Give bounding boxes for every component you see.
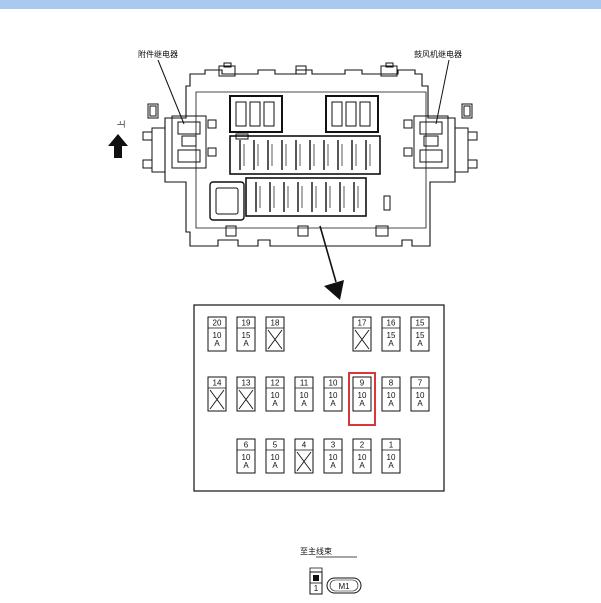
fuse-unit: A: [359, 461, 365, 470]
fuse-unit: A: [417, 339, 423, 348]
fuse-unit: A: [388, 461, 394, 470]
right-relay-label: 鼓风机继电器: [414, 49, 462, 59]
fuse-number: 4: [302, 441, 307, 450]
up-arrow-icon: [108, 134, 128, 158]
fuse-1: 1 10A: [381, 438, 401, 474]
fuse-number: 11: [300, 379, 309, 388]
fuse-unit: A: [272, 461, 278, 470]
fuse-number: 1: [389, 441, 394, 450]
fuse-detail-panel: [193, 304, 445, 492]
fuse-number: 15: [416, 319, 425, 328]
fuse-number: 12: [271, 379, 280, 388]
fuse-rating: 10: [387, 453, 396, 462]
fuse-rating: 10: [329, 391, 338, 400]
fuse-unit: A: [243, 339, 249, 348]
fuse-8: 8 10A: [381, 376, 401, 412]
fuse-17: 17: [352, 316, 372, 352]
fuse-unit: A: [388, 399, 394, 408]
fuse-12: 12 10A: [265, 376, 285, 412]
connector-id-badge: [326, 577, 362, 594]
fuse-rating: 10: [416, 391, 425, 400]
empty-slot-cross: [354, 329, 370, 350]
fuse-rating: 15: [416, 331, 425, 340]
fuse-number: 5: [273, 441, 278, 450]
fuse-unit: A: [417, 399, 423, 408]
empty-slot-cross: [209, 389, 225, 410]
fuse-unit: A: [359, 399, 365, 408]
left-relay-leader: [157, 59, 185, 125]
fuse-rating: 10: [300, 391, 309, 400]
fuse-rating: 10: [213, 331, 222, 340]
fuse-number: 9: [360, 379, 365, 388]
fuse-number: 18: [271, 319, 280, 328]
fuse-number: 6: [244, 441, 249, 450]
fuse-19: 19 15A: [236, 316, 256, 352]
fuse-number: 8: [389, 379, 394, 388]
fuse-7: 7 10A: [410, 376, 430, 412]
fuse-rating: 10: [387, 391, 396, 400]
fuse-6: 6 10A: [236, 438, 256, 474]
fuse-rating: 15: [242, 331, 251, 340]
fuse-4: 4: [294, 438, 314, 474]
fuse-number: 2: [360, 441, 365, 450]
up-label: 上: [117, 120, 126, 128]
fuse-5: 5 10A: [265, 438, 285, 474]
fuse-rating: 10: [271, 453, 280, 462]
fuse-number: 17: [358, 319, 367, 328]
top-color-bar: [0, 0, 601, 9]
detail-pointer-arrow: [319, 225, 344, 300]
harness-label: 至主线束: [300, 546, 332, 556]
fuse-number: 19: [242, 319, 251, 328]
fuse-11: 11 10A: [294, 376, 314, 412]
fuse-highlight-box: [348, 372, 376, 426]
fuse-number: 10: [329, 379, 338, 388]
fuse-number: 16: [387, 319, 396, 328]
fuse-block-housing: [142, 62, 478, 247]
empty-slot-cross: [296, 451, 312, 472]
connector-pin-number: 1: [314, 584, 319, 593]
fuse-16: 16 15A: [381, 316, 401, 352]
fuse-rating: 10: [271, 391, 280, 400]
fuse-3: 3 10A: [323, 438, 343, 474]
fuse-rating: 10: [242, 453, 251, 462]
fuse-number: 20: [213, 319, 222, 328]
fuse-rating: 15: [387, 331, 396, 340]
empty-slot-cross: [267, 329, 283, 350]
fuse-2: 2 10A: [352, 438, 372, 474]
fuse-rating: 10: [358, 391, 367, 400]
fuse-13: 13: [236, 376, 256, 412]
fuse-number: 3: [331, 441, 336, 450]
fuse-number: 7: [418, 379, 423, 388]
fuse-number: 13: [242, 379, 251, 388]
fuse-unit: A: [330, 461, 336, 470]
fuse-14: 14: [207, 376, 227, 412]
fuse-18: 18: [265, 316, 285, 352]
fuse-unit: A: [243, 461, 249, 470]
fuse-9: 9 10A: [348, 372, 376, 426]
fuse-rating: 10: [329, 453, 338, 462]
fuse-unit: A: [272, 399, 278, 408]
fuse-unit: A: [330, 399, 336, 408]
fuse-unit: A: [214, 339, 220, 348]
fuse-rating: 10: [358, 453, 367, 462]
fuse-number: 14: [213, 379, 222, 388]
fuse-20: 20 10A: [207, 316, 227, 352]
left-relay-label: 附件继电器: [138, 49, 178, 59]
fuse-unit: A: [301, 399, 307, 408]
right-relay-leader: [435, 59, 450, 125]
empty-slot-cross: [238, 389, 254, 410]
fuse-unit: A: [388, 339, 394, 348]
connector-id-label: M1: [338, 582, 350, 591]
